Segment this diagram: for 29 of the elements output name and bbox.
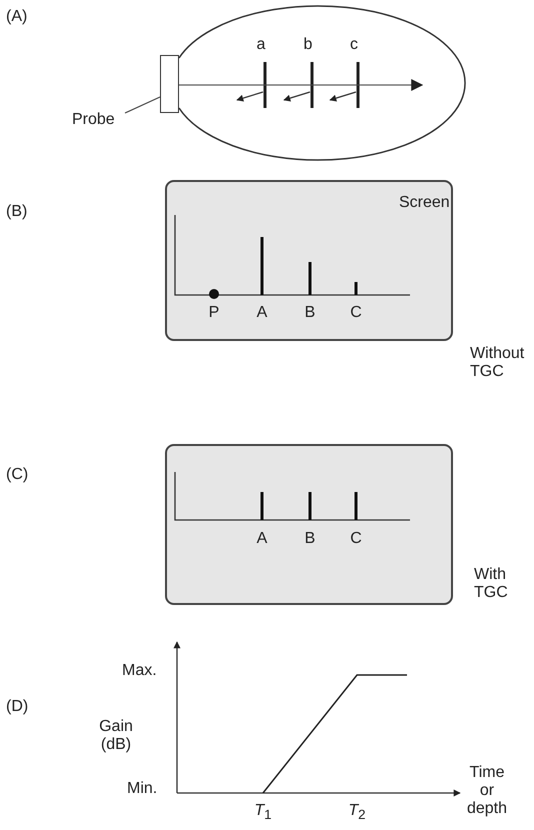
reflector-label: a <box>256 36 266 54</box>
panel-label: (A) <box>6 8 28 26</box>
axis-tick-label: Min. <box>127 780 158 798</box>
axis-tick-label: T$_{1}$ <box>253 802 273 824</box>
axis-label: P <box>208 304 220 322</box>
beam-arrow <box>179 79 424 91</box>
reflector-label: c <box>349 36 359 54</box>
peak-label: B <box>304 304 316 322</box>
probe-label: Probe <box>72 111 115 129</box>
axis-tick-label: Max. <box>122 662 157 680</box>
peak-label: C <box>349 304 363 322</box>
condition-label: With TGC <box>474 566 509 602</box>
peak-label: A <box>256 530 268 548</box>
axis-title: Time or depth <box>466 764 508 818</box>
panel-label: (C) <box>6 466 28 484</box>
axis-tick-label: T$_{2}$ <box>347 802 367 824</box>
peak-label: B <box>304 530 316 548</box>
panel-label: (B) <box>6 203 28 221</box>
screen-panel <box>165 180 453 341</box>
reflector-label: b <box>302 36 314 54</box>
panel-label: (D) <box>6 698 28 716</box>
probe-transducer <box>160 55 179 113</box>
screen-title: Screen <box>399 194 450 212</box>
leader-line <box>124 96 160 114</box>
peak-label: A <box>256 304 268 322</box>
screen-panel <box>165 444 453 605</box>
axis-title: Gain (dB) <box>98 718 134 754</box>
peak-label: C <box>349 530 363 548</box>
condition-label: Without TGC <box>470 345 526 381</box>
